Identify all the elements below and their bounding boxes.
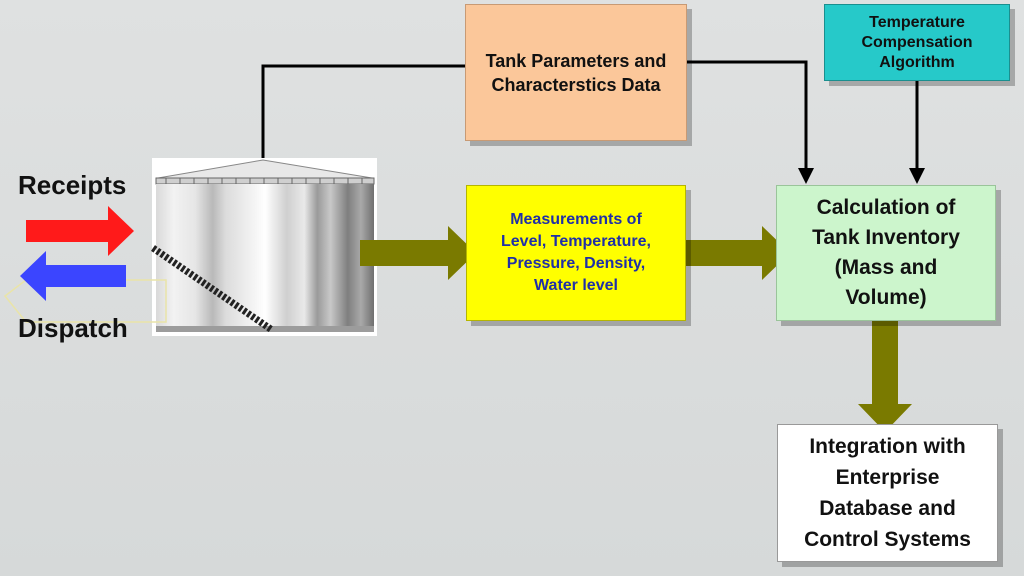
temperature-compensation-line-3: Algorithm xyxy=(879,53,955,71)
integration-line-2: Enterprise xyxy=(835,466,940,489)
measurements-line-1: Measurements of xyxy=(510,211,642,228)
integration-line-1: Integration with xyxy=(809,435,966,458)
dispatch-label: Dispatch xyxy=(18,313,128,343)
temperature-compensation-box: Temperature Compensation Algorithm xyxy=(824,4,1010,81)
measure-to-calc-arrow xyxy=(672,226,790,280)
storage-tank-icon xyxy=(151,158,377,336)
calculation-line-4: Volume) xyxy=(845,286,927,309)
temp-to-calc-arrowhead xyxy=(909,168,925,184)
tank-parameters-box: Tank Parameters and Characterstics Data xyxy=(465,4,687,141)
params-to-calc-arrowhead xyxy=(798,168,814,184)
receipts-arrow xyxy=(26,206,134,256)
calculation-line-2: Tank Inventory xyxy=(812,226,960,249)
measurements-line-4: Water level xyxy=(534,277,618,294)
calculation-line-1: Calculation of xyxy=(816,196,956,219)
params-to-calc-line xyxy=(687,60,808,170)
tank-to-params-line xyxy=(261,64,465,160)
tank-parameters-line-1: Tank Parameters and xyxy=(485,50,667,71)
integration-line-3: Database and xyxy=(819,497,956,520)
receipts-label: Receipts xyxy=(18,170,127,200)
tank-to-measure-arrow xyxy=(360,226,476,280)
calc-to-integration-arrow xyxy=(858,312,912,432)
tank-stair xyxy=(151,245,274,333)
temperature-compensation-line-1: Temperature xyxy=(869,13,965,31)
measurements-line-3: Pressure, Density, xyxy=(506,255,646,272)
measurements-line-2: Level, Temperature, xyxy=(501,233,651,250)
temperature-compensation-line-2: Compensation xyxy=(861,33,973,51)
measurements-box: Measurements of Level, Temperature, Pres… xyxy=(466,185,686,321)
tank-parameters-line-2: Characterstics Data xyxy=(491,74,661,95)
integration-line-4: Control Systems xyxy=(804,528,971,551)
calculation-box: Calculation of Tank Inventory (Mass and … xyxy=(776,185,996,321)
integration-box: Integration with Enterprise Database and… xyxy=(777,424,998,562)
dispatch-arrow xyxy=(20,251,126,301)
calculation-line-3: (Mass and xyxy=(834,256,938,279)
